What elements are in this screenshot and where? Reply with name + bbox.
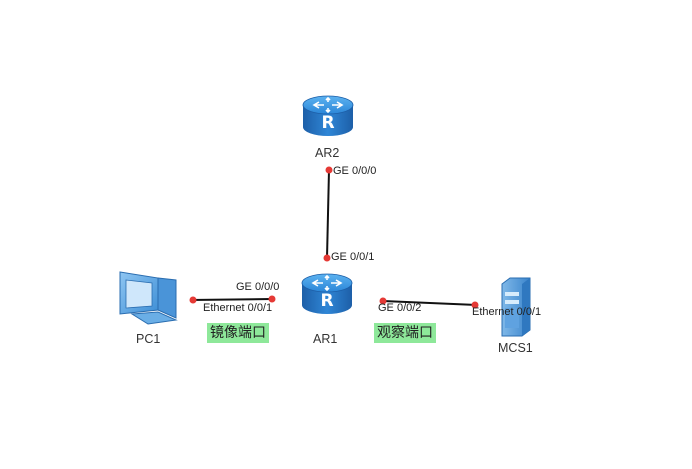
router-arrows-icon	[312, 96, 344, 114]
port-label-pc1-eth: Ethernet 0/0/1	[203, 302, 273, 314]
svg-text:R: R	[320, 291, 333, 311]
port-label-mcs1-eth: Ethernet 0/0/1	[472, 306, 542, 318]
port-dot-mcs1-eth[interactable]	[471, 301, 479, 309]
observe-port-annotation: 观察端口	[374, 323, 436, 343]
device-label-mcs1: MCS1	[498, 341, 533, 355]
port-label-ar2-ge000: GE 0/0/0	[333, 165, 377, 177]
port-dot-ar1-ge001[interactable]	[323, 254, 331, 262]
links	[189, 169, 478, 306]
router-arrows-icon	[311, 274, 343, 292]
router-ar2[interactable]: R	[302, 95, 354, 136]
link-ar1-mcs1[interactable]	[382, 300, 478, 306]
device-label-ar2: AR2	[315, 146, 340, 160]
server-icon[interactable]	[501, 277, 531, 337]
svg-text:R: R	[321, 113, 334, 133]
port-label-ar1-ge002: GE 0/0/2	[378, 302, 422, 314]
port-label-ar1-ge000: GE 0/0/0	[236, 281, 280, 293]
port-dot-ar1-ge000[interactable]	[268, 295, 276, 303]
port-dots	[189, 166, 479, 309]
link-ar2-ar1[interactable]	[326, 169, 330, 259]
router-ar1[interactable]: R	[301, 273, 353, 314]
port-dot-ar1-ge002[interactable]	[379, 297, 387, 305]
mirror-port-annotation: 镜像端口	[207, 323, 269, 343]
pc-icon[interactable]	[119, 271, 178, 325]
link-pc1-ar1[interactable]	[189, 298, 273, 301]
device-label-pc1: PC1	[136, 332, 161, 346]
device-label-ar1: AR1	[313, 332, 338, 346]
port-dot-pc1-eth[interactable]	[189, 296, 197, 304]
port-label-ar1-ge001: GE 0/0/1	[331, 251, 375, 263]
port-dot-ar2-ge000[interactable]	[325, 166, 333, 174]
